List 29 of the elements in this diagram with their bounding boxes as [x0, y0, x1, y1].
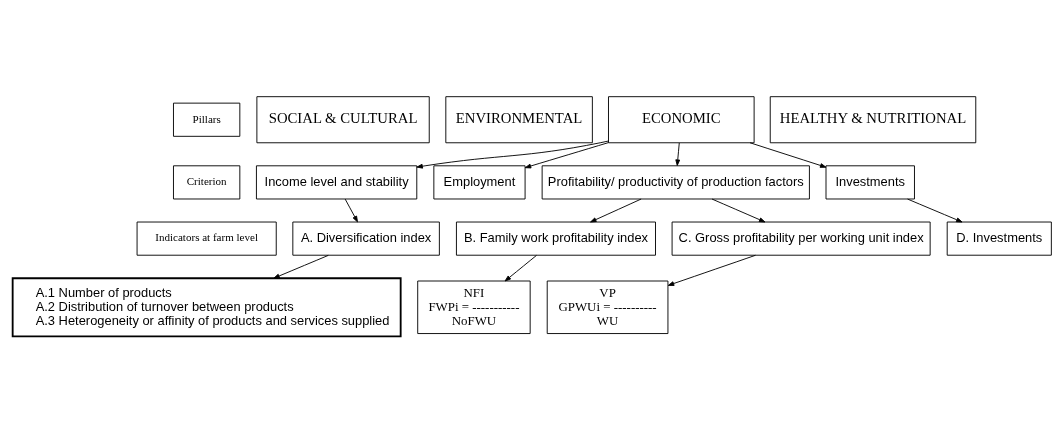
arrow [504, 254, 537, 282]
arrow [273, 254, 329, 279]
arrow [590, 198, 642, 223]
arrow [344, 198, 358, 223]
node-box: A. Diversification index [292, 221, 440, 256]
node-box: Income level and stability [255, 165, 418, 200]
node-box: SOCIAL & CULTURAL [256, 96, 430, 144]
arrow [667, 254, 756, 286]
node-box: Pillars [173, 102, 241, 137]
node-box: Investments [825, 165, 915, 200]
node-box: C. Gross profitability per working unit index [671, 221, 931, 256]
node-box: HEALTHY & NUTRITIONAL [769, 96, 977, 144]
arrow [675, 142, 681, 166]
node-box: ENVIRONMENTAL [445, 96, 593, 144]
node-box: Profitability/ productivity of production factors [541, 165, 810, 200]
arrow [711, 198, 766, 223]
node-box: NFI FWPi = ----------- NoFWU [417, 280, 531, 334]
arrow [749, 142, 827, 168]
arrow [907, 198, 963, 223]
arrow [524, 142, 609, 169]
arrow [416, 140, 609, 169]
node-box: D. Investments [946, 221, 1052, 256]
node-box: B. Family work profitability index [455, 221, 656, 256]
node-box: A.1 Number of products A.2 Distribution of turnover between products A.3 Heterogeneity or affinity of products and services supplied [11, 277, 402, 338]
node-box: Employment [433, 165, 526, 200]
node-box: Indicators at farm level [136, 221, 277, 256]
node-box: ECONOMIC [608, 96, 755, 144]
node-box: VP GPWUi = ---------- WU [546, 280, 669, 334]
node-box: Criterion [173, 165, 241, 200]
